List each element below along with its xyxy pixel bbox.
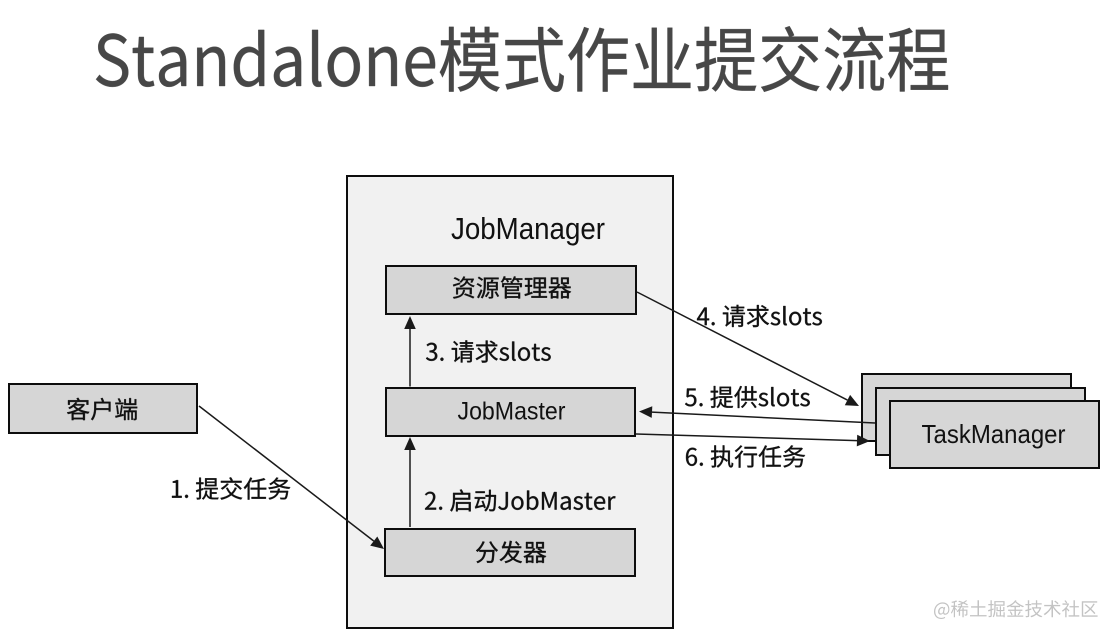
svg-text:TaskManager: TaskManager [922,419,1066,449]
svg-text:JobManager: JobManager [451,211,605,246]
svg-text:JobMaster: JobMaster [458,398,566,426]
